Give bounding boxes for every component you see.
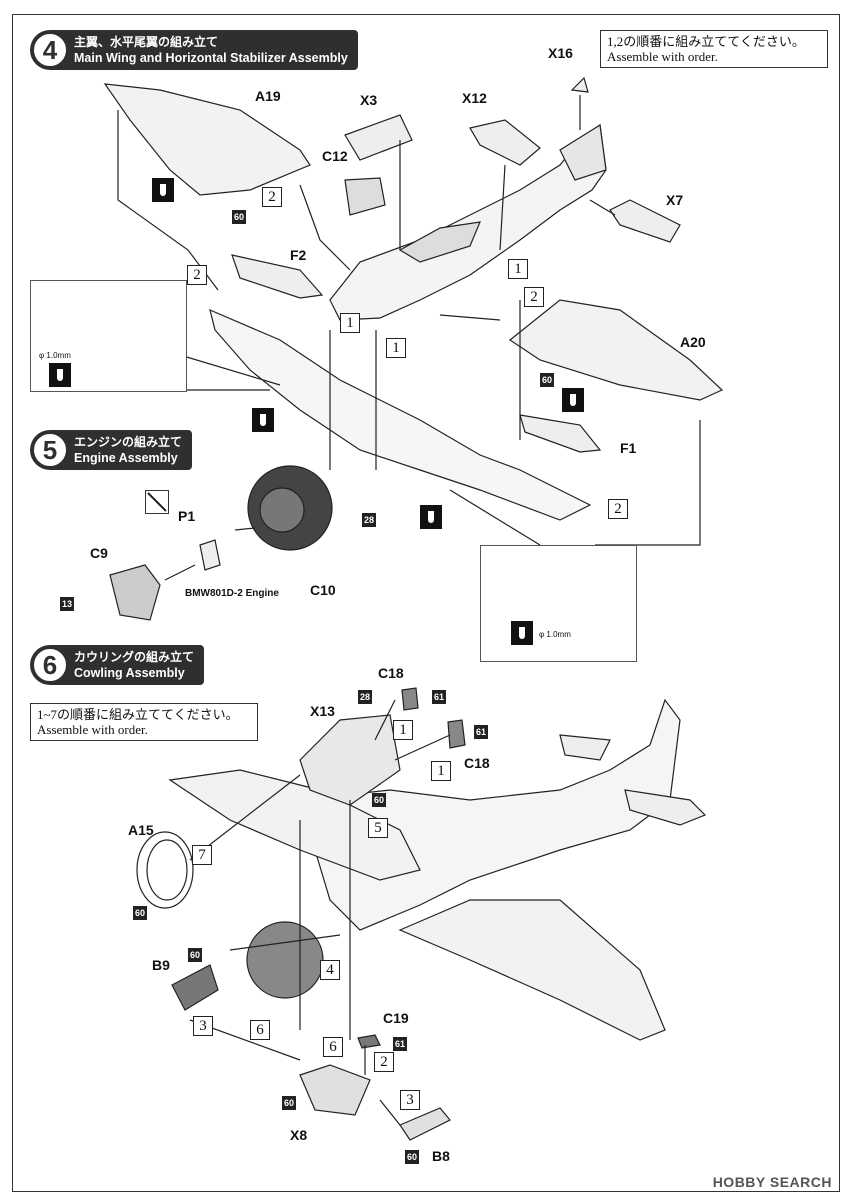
drill-detail-right: φ 1.0mm: [480, 545, 637, 662]
engine-label: BMW801D-2 Engine: [185, 588, 279, 599]
step-order-3: 3: [193, 1016, 213, 1036]
part-c18: C18: [378, 665, 404, 681]
cement-icon: [49, 363, 71, 387]
step-6-note-jp: 1~7の順番に組み立ててください。: [37, 707, 239, 722]
step-6-note-en: Assemble with order.: [37, 722, 148, 737]
step-4-note-en: Assemble with order.: [607, 49, 718, 64]
part-b9: B9: [152, 957, 170, 973]
cement-icon: [152, 178, 174, 202]
part-a19: A19: [255, 88, 281, 104]
part-a15: A15: [128, 822, 154, 838]
part-c12: C12: [322, 148, 348, 164]
step-5-title-jp: エンジンの組み立て: [74, 435, 183, 449]
step-order-6: 6: [250, 1020, 270, 1040]
step-order-2: 2: [608, 499, 628, 519]
part-x8: X8: [290, 1127, 308, 1143]
paint-code-60: 60: [232, 210, 247, 224]
paint-code-28: 28: [358, 690, 373, 704]
step-order-3: 3: [400, 1090, 420, 1110]
part-f1: F1: [620, 440, 637, 456]
part-x7: X7: [666, 192, 684, 208]
step-5-header: 5 エンジンの組み立て Engine Assembly: [30, 430, 193, 470]
step-order-1: 1: [508, 259, 528, 279]
step-4-note-jp: 1,2の順番に組み立ててください。: [607, 34, 805, 49]
paint-code-60: 60: [405, 1150, 420, 1164]
paint-code-61: 61: [474, 725, 489, 739]
step-order-7: 7: [192, 845, 212, 865]
page-frame: [12, 14, 840, 1192]
step-order-1: 1: [431, 761, 451, 781]
step-order-5: 5: [368, 818, 388, 838]
step-4-order-note: 1,2の順番に組み立ててください。 Assemble with order.: [600, 30, 828, 68]
step-order-2: 2: [262, 187, 282, 207]
step-order-1: 1: [340, 313, 360, 333]
paint-code-60: 60: [372, 793, 387, 807]
drill-size-label: φ 1.0mm: [39, 351, 71, 360]
part-x12: X12: [462, 90, 487, 106]
part-c9: C9: [90, 545, 108, 561]
watermark: HOBBY SEARCH: [712, 1174, 832, 1190]
cement-icon: [420, 505, 442, 529]
step-6-title-jp: カウリングの組み立て: [74, 650, 195, 664]
step-6-number: 6: [32, 647, 68, 683]
step-6-title-en: Cowling Assembly: [74, 666, 185, 680]
step-order-4: 4: [320, 960, 340, 980]
step-order-6: 6: [323, 1037, 343, 1057]
paint-code-28: 28: [362, 513, 377, 527]
step-4-title-jp: 主翼、水平尾翼の組み立て: [74, 35, 219, 49]
paint-code-60: 60: [188, 948, 203, 962]
paint-code-60: 60: [133, 906, 148, 920]
part-a20: A20: [680, 334, 706, 350]
part-p1: P1: [178, 508, 196, 524]
step-order-2: 2: [524, 287, 544, 307]
cement-icon: [252, 408, 274, 432]
step-5-title-en: Engine Assembly: [74, 451, 178, 465]
remove-tab-icon: [145, 490, 169, 514]
step-4-title-en: Main Wing and Horizontal Stabilizer Asse…: [74, 51, 348, 65]
paint-code-61: 61: [393, 1037, 408, 1051]
step-order-2: 2: [187, 265, 207, 285]
step-5-number: 5: [32, 432, 68, 468]
part-x13: X13: [310, 703, 335, 719]
part-x3: X3: [360, 92, 378, 108]
part-f2: F2: [290, 247, 307, 263]
step-4-number: 4: [32, 32, 68, 68]
part-c10: C10: [310, 582, 336, 598]
paint-code-13: 13: [60, 597, 75, 611]
part-c19: C19: [383, 1010, 409, 1026]
drill-detail-left: φ 1.0mm: [30, 280, 187, 392]
paint-code-61: 61: [432, 690, 447, 704]
step-order-1: 1: [386, 338, 406, 358]
part-c18: C18: [464, 755, 490, 771]
paint-code-60: 60: [540, 373, 555, 387]
step-order-2: 2: [374, 1052, 394, 1072]
step-6-order-note: 1~7の順番に組み立ててください。 Assemble with order.: [30, 703, 258, 741]
step-order-1: 1: [393, 720, 413, 740]
step-6-header: 6 カウリングの組み立て Cowling Assembly: [30, 645, 205, 685]
cement-icon: [562, 388, 584, 412]
part-x16: X16: [548, 45, 573, 61]
paint-code-60: 60: [282, 1096, 297, 1110]
step-4-header: 4 主翼、水平尾翼の組み立て Main Wing and Horizontal …: [30, 30, 358, 70]
part-b8: B8: [432, 1148, 450, 1164]
cement-icon: [511, 621, 533, 645]
drill-size-label: φ 1.0mm: [539, 630, 571, 639]
